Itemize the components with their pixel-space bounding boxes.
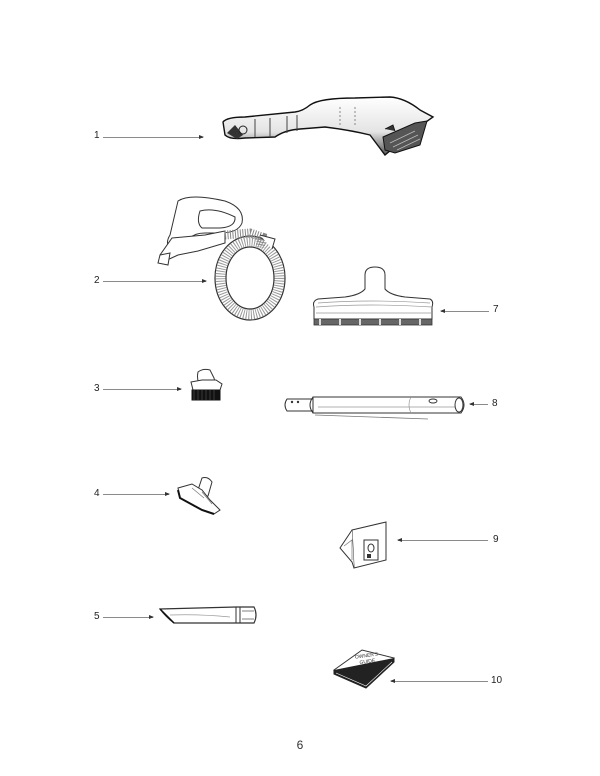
part-label-7: 7: [493, 304, 499, 315]
part-8-extension-wand: [283, 393, 468, 421]
extension-wand-icon: [284, 396, 465, 420]
dusting-brush-icon: [190, 368, 223, 401]
part-2-handle-with-hose: [150, 193, 300, 323]
leader-arrow-7: [440, 309, 489, 313]
crevice-tool-icon: [158, 606, 257, 624]
leader-arrow-8: [469, 402, 488, 406]
part-5-crevice-tool: [158, 605, 260, 627]
dust-bag-icon: [339, 521, 387, 569]
leader-arrow-4: [103, 492, 170, 496]
part-label-2: 2: [94, 275, 100, 286]
page-number: 6: [296, 738, 304, 752]
leader-arrow-2: [103, 279, 207, 283]
part-label-4: 4: [94, 488, 100, 499]
part-7-floor-brush: [310, 266, 440, 327]
upholstery-tool-icon: [177, 477, 221, 515]
leader-arrow-3: [103, 387, 182, 391]
part-label-3: 3: [94, 383, 100, 394]
leader-arrow-5: [103, 615, 154, 619]
leader-arrow-9: [397, 538, 488, 542]
part-label-10: 10: [491, 675, 503, 686]
part-3-dusting-brush: [188, 368, 228, 404]
part-9-dust-bag: [338, 520, 390, 570]
part-label-5: 5: [94, 611, 100, 622]
owners-guide-book-icon: [332, 649, 396, 689]
handheld-body-icon: [222, 96, 435, 157]
part-10-owners-guide: OWNER'S GUIDE: [332, 648, 397, 690]
part-label-1: 1: [94, 130, 100, 141]
leader-arrow-1: [103, 135, 204, 139]
hose-handle-icon: [157, 196, 286, 321]
floor-brush-icon: [313, 266, 434, 326]
part-label-9: 9: [493, 534, 499, 545]
leader-arrow-10: [390, 679, 488, 683]
part-label-8: 8: [492, 398, 498, 409]
part-4-upholstery-tool: [174, 476, 224, 518]
part-1-handheld-body: [215, 95, 455, 170]
